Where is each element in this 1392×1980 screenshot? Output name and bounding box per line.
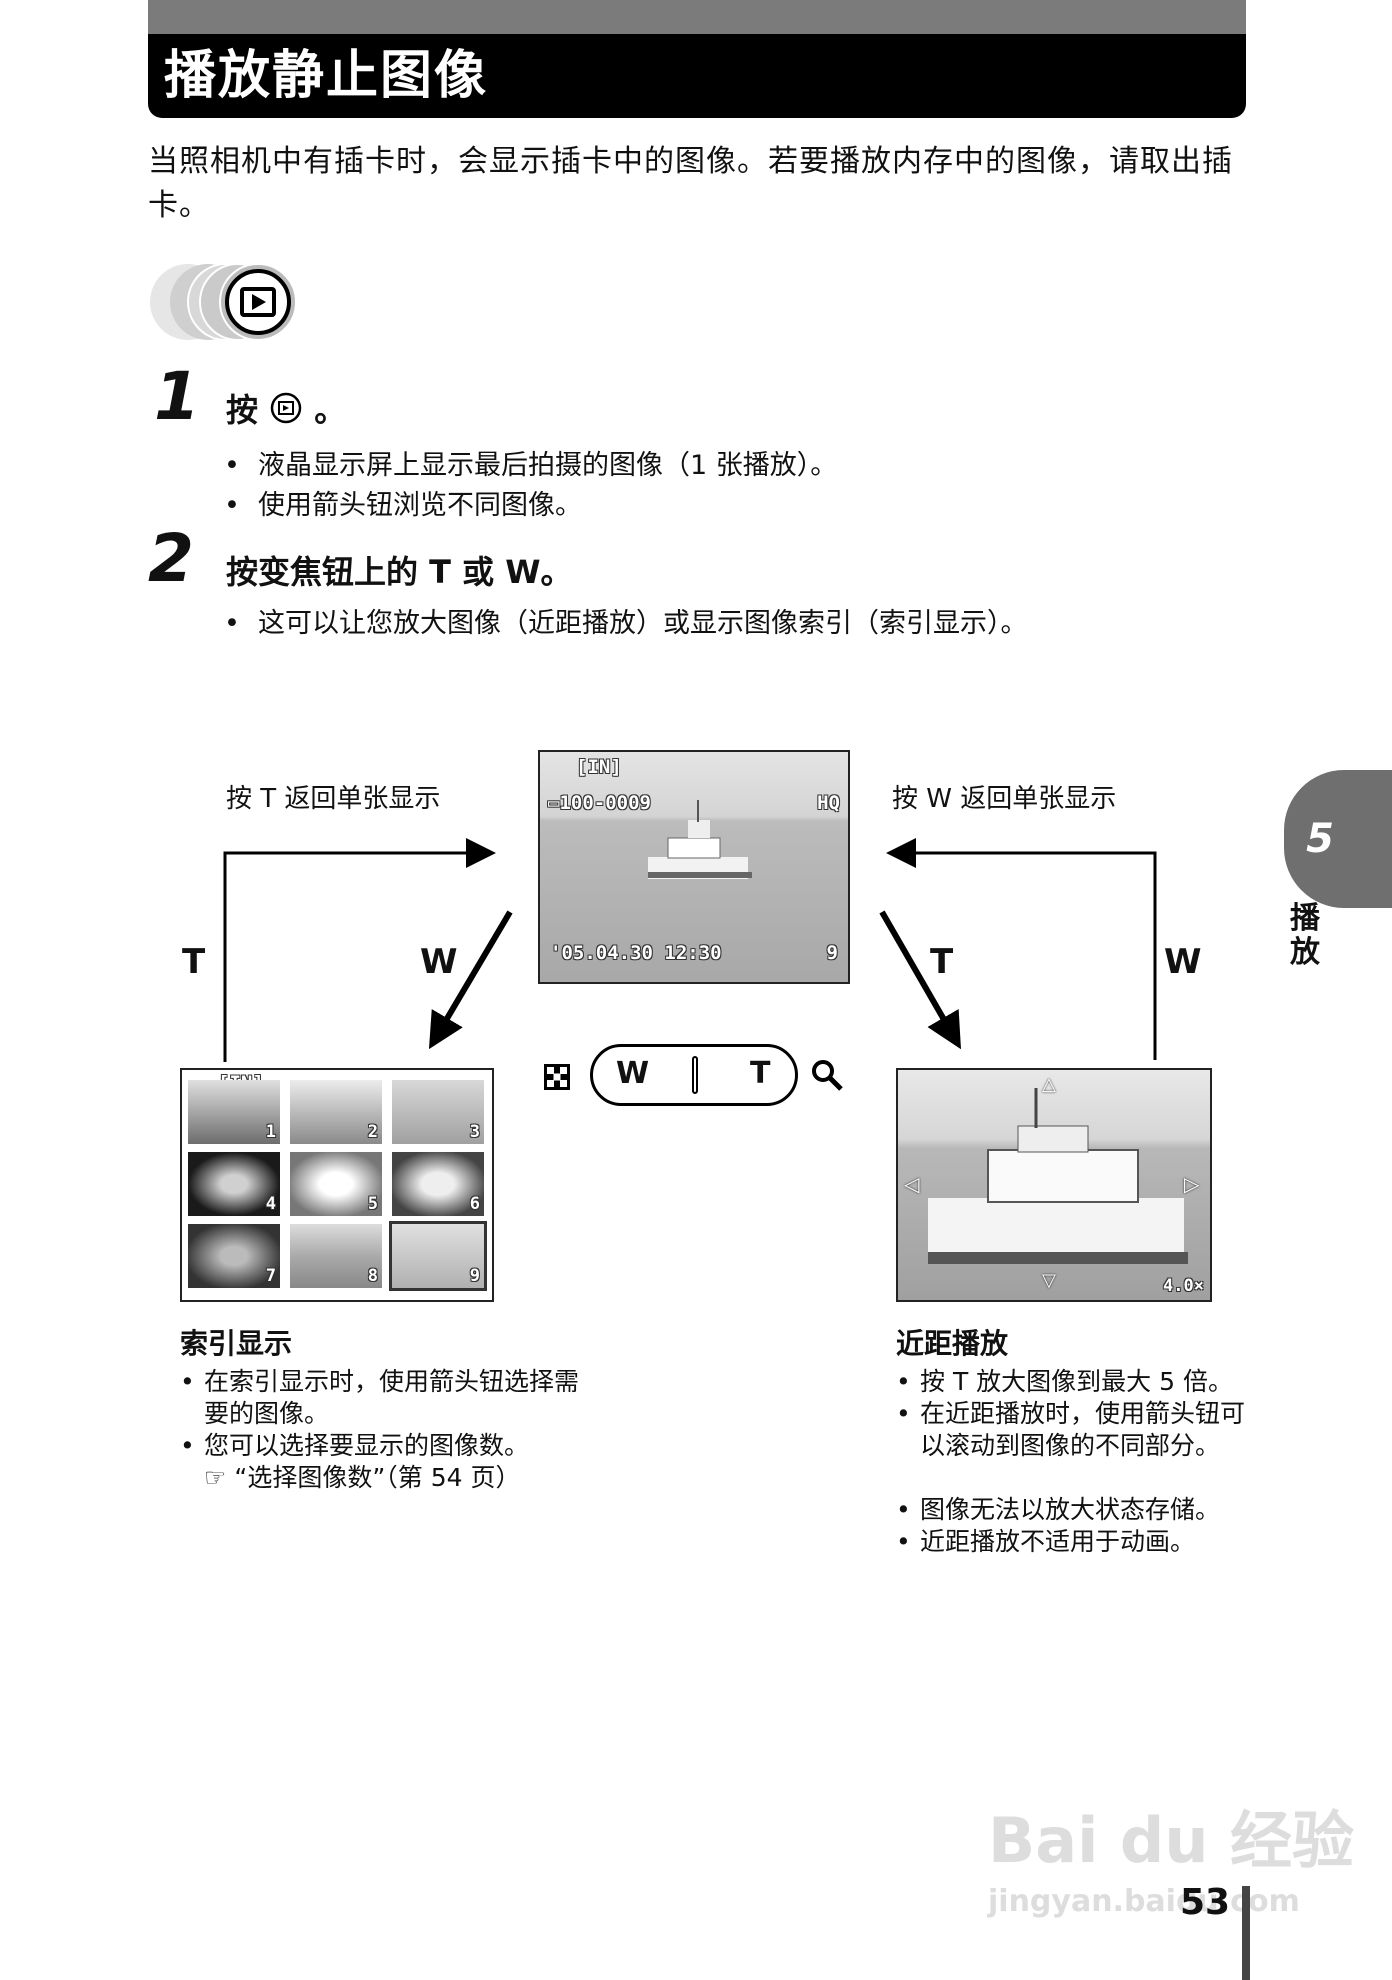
closeup-item-4: •近距播放不适用于动画。 <box>896 1527 1196 1556</box>
closeup-item-2: •在近距播放时，使用箭头钮可以滚动到图像的不同部分。 <box>896 1399 1246 1460</box>
scroll-up-icon: △ <box>1042 1074 1056 1095</box>
thumb-1: 1 <box>188 1080 280 1144</box>
thumb-6: 6 <box>392 1152 484 1216</box>
index-heading: 索引显示 <box>180 1327 293 1360</box>
zoom-t-label: T <box>750 1056 771 1091</box>
reference-pointer-icon: ☞ <box>204 1463 227 1492</box>
boat-photo <box>648 800 752 879</box>
date-time: '05.04.30 12:30 <box>550 942 722 964</box>
label-t-left: T <box>182 942 206 982</box>
index-item-1: •在索引显示时，使用箭头钮选择需要的图像。 <box>180 1367 580 1428</box>
step-1-text: 按 。 <box>226 390 346 434</box>
single-image-screen: [IN] ▭100-0009 HQ '05.04.30 12:30 9 <box>538 750 850 984</box>
label-w-right: W <box>1164 942 1202 982</box>
page-number: 53 <box>1180 1882 1231 1923</box>
thumb-8: 8 <box>290 1224 382 1288</box>
step-1-bullet-1: •液晶显示屏上显示最后拍摄的图像（1 张播放）。 <box>224 450 838 481</box>
quality-indicator: HQ <box>817 792 840 814</box>
playback-mode-icon <box>148 262 308 342</box>
closeup-boat-photo <box>928 1088 1188 1264</box>
page-title: 播放静止图像 <box>164 46 489 106</box>
left-caption: 按 T 返回单张显示 <box>226 784 441 814</box>
scroll-left-icon: ◁ <box>904 1172 920 1196</box>
thumb-9-selected: 9 <box>389 1221 487 1291</box>
index-grid-icon <box>544 1064 570 1094</box>
index-item-2: •您可以选择要显示的图像数。 <box>180 1431 530 1460</box>
frame-number: 9 <box>826 942 838 964</box>
page-edge-bar <box>1242 1886 1250 1980</box>
thumb-5: 5 <box>290 1152 382 1216</box>
step-2-text: 按变焦钮上的 T 或 W。 <box>226 553 573 591</box>
memory-indicator: [IN] <box>576 756 622 778</box>
step-1-bullet-2: •使用箭头钮浏览不同图像。 <box>224 490 582 521</box>
chapter-tab: 5 <box>1284 770 1392 908</box>
closeup-item-1: •按 T 放大图像到最大 5 倍。 <box>896 1367 1233 1396</box>
step-2-bullet-1: •这可以让您放大图像（近距播放）或显示图像索引（索引显示）。 <box>224 608 1028 639</box>
intro-text: 当照相机中有插卡时，会显示插卡中的图像。若要播放内存中的图像，请取出插卡。 <box>148 144 1233 223</box>
title-bar: 播放静止图像 <box>148 0 1246 120</box>
step-1-number: 1 <box>154 358 200 435</box>
thumb-2: 2 <box>290 1080 382 1144</box>
closeup-item-3: •图像无法以放大状态存储。 <box>896 1495 1221 1524</box>
thumb-4: 4 <box>188 1152 280 1216</box>
scroll-down-icon: ▽ <box>1042 1270 1056 1291</box>
index-ref: ☞ “选择图像数”（第 54 页） <box>204 1463 521 1492</box>
zoom-w-label: W <box>616 1056 650 1091</box>
scroll-right-icon: ▷ <box>1184 1172 1200 1196</box>
chapter-label: 播放 <box>1290 901 1320 970</box>
file-number: ▭100-0009 <box>548 792 651 814</box>
playback-button-icon <box>269 391 303 434</box>
thumb-7: 7 <box>188 1224 280 1288</box>
step-2-number: 2 <box>148 520 194 597</box>
right-caption: 按 W 返回单张显示 <box>892 784 1117 814</box>
watermark-logo: Bai du 经验 <box>988 1804 1355 1877</box>
card-icon: ▭ <box>548 792 560 814</box>
zoom-lever: W T <box>540 1044 850 1108</box>
closeup-screen: △ ▽ ◁ ▷ 4.0× <box>896 1068 1212 1302</box>
label-w-left: W <box>420 942 458 982</box>
zoom-ratio: 4.0× <box>1163 1276 1204 1296</box>
magnifier-icon <box>810 1058 844 1096</box>
chapter-number: 5 <box>1306 816 1334 862</box>
index-display-screen: [IN] 1 2 3 4 5 6 7 8 9 <box>180 1068 494 1302</box>
closeup-heading: 近距播放 <box>896 1327 1009 1360</box>
label-t-right: T <box>930 942 954 982</box>
watermark-url: jingyan.baidu.com <box>988 1884 1300 1919</box>
thumb-3: 3 <box>392 1080 484 1144</box>
